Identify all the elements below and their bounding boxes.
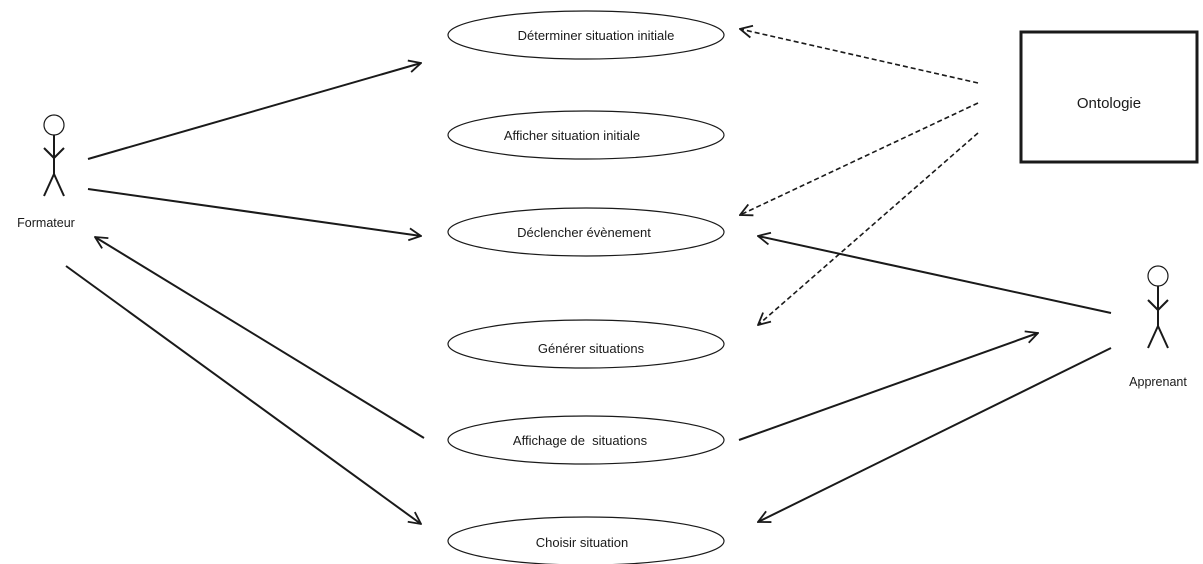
actor-apprenant-leg-left <box>1147 325 1159 349</box>
use-case-ellipse <box>447 207 725 257</box>
dashed-ontology-to-determiner <box>740 29 979 84</box>
actor-formateur-leg-left <box>43 173 55 197</box>
arrow-apprenant-to-choisir <box>758 347 1112 522</box>
actor-formateur: Formateur <box>17 114 75 230</box>
use-case-ellipse <box>447 10 725 60</box>
actor-apprenant-arms-right <box>1157 299 1169 311</box>
use-case-ellipse <box>447 415 725 465</box>
use-case-afficher: Afficher situation initiale <box>447 110 725 160</box>
use-case-affichage: Affichage de situations <box>447 415 725 465</box>
arrow-apprenant-to-declencher <box>758 236 1112 314</box>
ontology-box: Ontologie <box>1019 30 1199 164</box>
use-case-ellipse <box>447 110 725 160</box>
arrow-formateur-to-choisir <box>65 265 421 524</box>
use-case-generer: Générer situations <box>447 319 725 369</box>
actor-apprenant-arms-left <box>1147 299 1159 311</box>
dashed-ontology-to-declencher <box>740 102 979 215</box>
use-case-ellipse <box>447 516 725 564</box>
use-case-label: Déterminer situation initiale <box>518 28 675 43</box>
use-case-determiner: Déterminer situation initiale <box>447 10 725 60</box>
actor-formateur-leg-right <box>53 173 65 197</box>
actor-apprenant-leg-right <box>1157 325 1169 349</box>
actor-formateur-label: Formateur <box>17 216 75 230</box>
actor-formateur-arms-right <box>53 147 65 159</box>
dashed-ontology-to-generer <box>758 132 979 325</box>
use-case-label: Affichage de situations <box>513 433 648 448</box>
use-case-label: Afficher situation initiale <box>504 128 640 143</box>
use-case-label: Choisir situation <box>536 535 629 550</box>
arrow-affichage-to-apprenant <box>738 333 1038 441</box>
actor-formateur-arms-left <box>43 147 55 159</box>
actor-apprenant-head <box>1147 265 1169 287</box>
ontology-label: Ontologie <box>1077 95 1141 112</box>
use-case-declencher: Déclencher évènement <box>447 207 725 257</box>
arrow-formateur-to-declencher <box>87 188 421 236</box>
use-case-ellipse <box>447 319 725 369</box>
actor-formateur-head <box>43 114 65 136</box>
use-case-choisir: Choisir situation <box>447 516 725 564</box>
actor-apprenant-label: Apprenant <box>1129 375 1187 389</box>
actor-apprenant: Apprenant <box>1129 265 1187 389</box>
use-case-label: Déclencher évènement <box>517 225 651 240</box>
arrow-affichage-to-formateur <box>95 237 425 439</box>
use-case-label: Générer situations <box>538 341 645 356</box>
ontology-rect <box>1019 30 1199 164</box>
arrow-formateur-to-determiner <box>87 63 421 160</box>
